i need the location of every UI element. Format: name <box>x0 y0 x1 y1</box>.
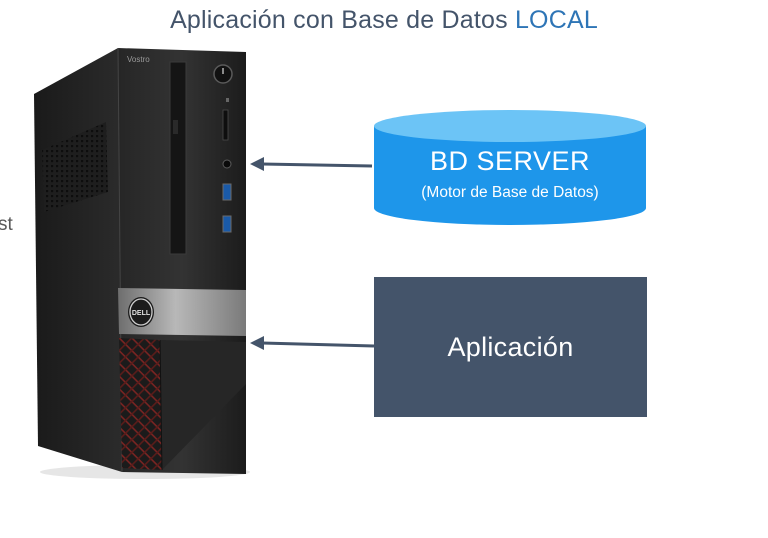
usb-port-icon <box>222 183 232 201</box>
database-subtitle: (Motor de Base de Datos) <box>421 184 599 201</box>
cylinder-database-icon <box>372 108 648 226</box>
arrow-app-to-pc <box>250 336 375 350</box>
title-main: Aplicación con Base de Datos <box>170 6 515 34</box>
cropped-edge-text: st <box>0 214 13 235</box>
desktop-tower-icon: Vostro DELL <box>30 44 255 484</box>
database-title: BD SERVER <box>429 146 591 176</box>
arrow-db-to-pc <box>250 157 373 171</box>
dell-logo-text: DELL <box>132 310 151 317</box>
desktop-tower-drawing: Vostro DELL <box>34 47 250 479</box>
usb-port-icon <box>222 215 232 233</box>
title-accent: LOCAL <box>514 6 598 34</box>
diagram-title: Aplicación con Base de Datos LOCAL <box>0 6 768 35</box>
application-box: Aplicación <box>374 277 647 417</box>
database-cylinder-shape <box>374 110 646 225</box>
dell-logo-icon <box>128 297 154 327</box>
brand-label: Vostro <box>127 55 150 64</box>
application-label: Aplicación <box>447 331 574 362</box>
